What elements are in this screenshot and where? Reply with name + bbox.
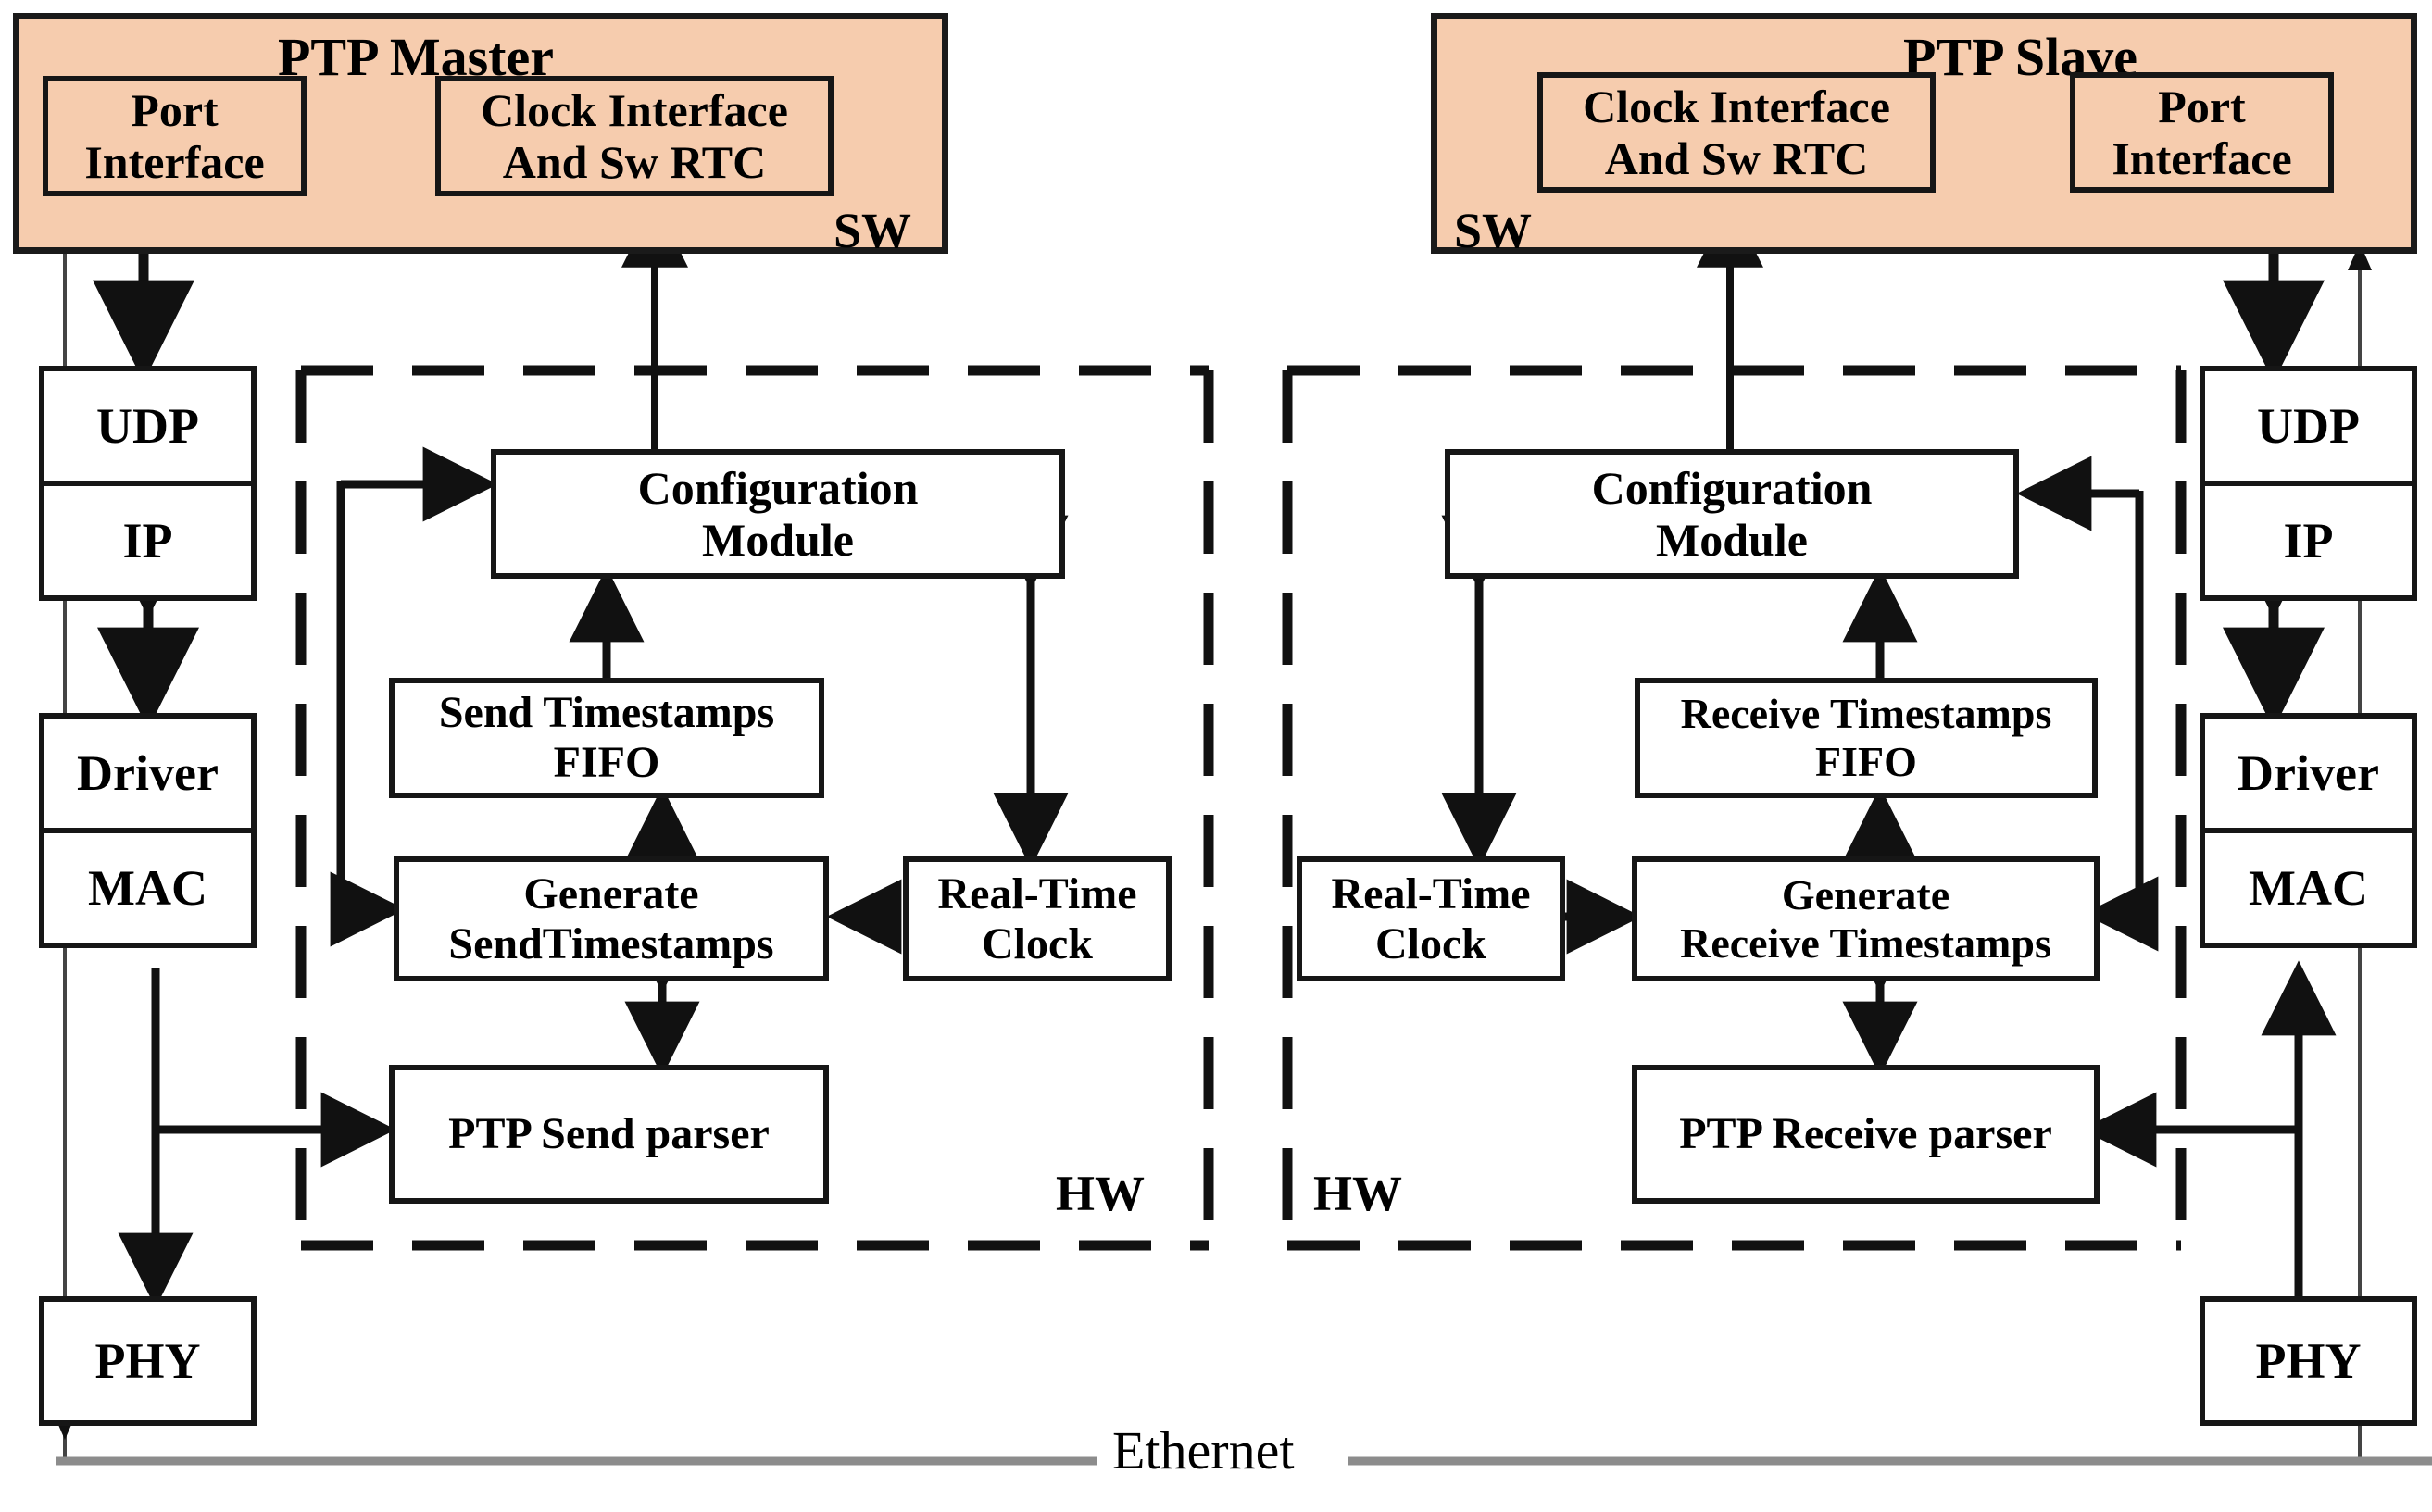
slave-stack-udp[interactable]: UDP [2200,366,2417,486]
master-port-interface-line1: Port [131,84,219,136]
slave-stack-ip[interactable]: IP [2200,481,2417,601]
slave-generate-receive-timestamps[interactable]: Generate Receive Timestamps [1632,856,2100,981]
master-hw-tag: HW [1056,1166,1146,1221]
slave-stack-mac-label: MAC [2249,859,2368,916]
master-stack-mac[interactable]: MAC [39,828,257,948]
slave-config-line2: Module [1656,514,1808,566]
slave-stack-phy-label: PHY [2255,1332,2362,1389]
master-port-interface-line2: Interface [84,136,265,188]
slave-clock-interface-box[interactable]: Clock Interface And Sw RTC [1537,72,1936,193]
master-fifo-line2: FIFO [553,738,660,787]
master-stack-ip-label: IP [122,512,173,569]
slave-stack-driver[interactable]: Driver [2200,713,2417,833]
master-send-timestamps-fifo[interactable]: Send Timestamps FIFO [389,678,824,798]
slave-rtc-line2: Clock [1375,918,1486,968]
master-stack-driver-label: Driver [77,744,219,801]
master-stack-ip[interactable]: IP [39,481,257,601]
slave-receive-timestamps-fifo[interactable]: Receive Timestamps FIFO [1635,678,2098,798]
slave-clock-interface-line2: And Sw RTC [1604,132,1869,184]
master-stack-phy-label: PHY [94,1332,201,1389]
master-port-interface-box[interactable]: Port Interface [43,76,307,196]
master-configuration-module[interactable]: Configuration Module [491,449,1065,579]
master-send-parser-label: PTP Send parser [448,1109,770,1159]
slave-stack-phy[interactable]: PHY [2200,1296,2417,1426]
master-stack-phy[interactable]: PHY [39,1296,257,1426]
ethernet-label: Ethernet [1097,1419,1310,1481]
slave-stack-udp-label: UDP [2257,397,2360,454]
slave-receive-parser-label: PTP Receive parser [1679,1109,2052,1159]
slave-stack-mac[interactable]: MAC [2200,828,2417,948]
slave-config-line1: Configuration [1591,462,1873,514]
slave-sw-tag: SW [1454,203,1533,258]
slave-rtc-line1: Real-Time [1331,868,1531,918]
slave-configuration-module[interactable]: Configuration Module [1445,449,2019,579]
master-rtc-line2: Clock [982,918,1093,968]
slave-fifo-line2: FIFO [1815,738,1917,785]
slave-port-interface-line2: Interface [2112,132,2292,184]
master-stack-udp[interactable]: UDP [39,366,257,486]
master-sw-tag: SW [834,203,912,258]
slave-clock-interface-line1: Clock Interface [1583,81,1890,132]
slave-port-interface-box[interactable]: Port Interface [2070,72,2334,193]
master-clock-interface-line2: And Sw RTC [502,136,767,188]
slave-generate-line1: Generate [1781,870,1950,918]
master-real-time-clock[interactable]: Real-Time Clock [903,856,1172,981]
slave-stack-ip-label: IP [2283,512,2334,569]
master-stack-mac-label: MAC [88,859,207,916]
slave-port-interface-line1: Port [2158,81,2246,132]
master-fifo-line1: Send Timestamps [438,688,775,738]
master-config-line2: Module [702,514,854,566]
master-clock-interface-line1: Clock Interface [481,84,788,136]
master-stack-udp-label: UDP [96,397,199,454]
master-generate-send-timestamps[interactable]: Generate SendTimestamps [394,856,829,981]
master-clock-interface-box[interactable]: Clock Interface And Sw RTC [435,76,834,196]
master-rtc-line1: Real-Time [937,868,1137,918]
slave-stack-driver-label: Driver [2238,744,2379,801]
master-ptp-send-parser[interactable]: PTP Send parser [389,1065,829,1204]
slave-fifo-line1: Receive Timestamps [1680,690,2052,738]
master-generate-line1: Generate [523,868,699,918]
master-generate-line2: SendTimestamps [448,918,774,968]
slave-real-time-clock[interactable]: Real-Time Clock [1297,856,1565,981]
slave-generate-line2: Receive Timestamps [1680,918,2051,967]
master-config-line1: Configuration [637,462,919,514]
slave-ptp-receive-parser[interactable]: PTP Receive parser [1632,1065,2100,1204]
master-stack-driver[interactable]: Driver [39,713,257,833]
slave-hw-tag: HW [1313,1166,1403,1221]
